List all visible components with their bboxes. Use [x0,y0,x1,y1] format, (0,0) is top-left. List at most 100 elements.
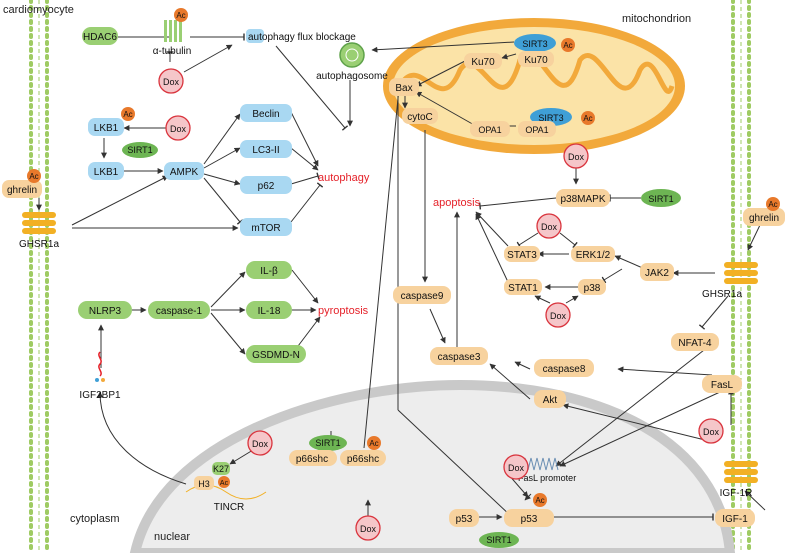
dox-tincr: Dox [247,430,273,456]
label-tincr: TINCR [214,502,245,513]
ac-badge-h3: Ac [218,476,230,488]
ac-badge-opa1: Ac [581,111,595,125]
svg-text:JAK2: JAK2 [645,268,669,279]
node-gsdmd: GSDMD-N [246,345,306,363]
node-sirt1-lkb: SIRT1 [122,142,158,158]
node-akt: Akt [534,390,566,408]
svg-text:caspase8: caspase8 [543,364,586,375]
svg-text:caspase3: caspase3 [438,352,481,363]
svg-text:SIRT1: SIRT1 [486,535,511,545]
svg-text:LC3-II: LC3-II [252,145,279,156]
node-caspase8: caspase8 [534,359,594,377]
svg-text:IGF-1: IGF-1 [722,514,748,525]
svg-text:mTOR: mTOR [251,223,280,234]
svg-text:Ac: Ac [369,439,378,448]
label-fasl-promoter: FasL promoter [518,473,576,483]
node-stat1: STAT1 [504,279,542,295]
node-igf1: IGF-1 [715,509,755,527]
ac-badge-p53: Ac [533,493,547,507]
svg-text:Ac: Ac [563,41,572,50]
svg-text:Dox: Dox [568,152,585,162]
receptor-igf1r: IGF-1R [720,461,758,499]
node-sirt3-top: SIRT3 [514,34,556,52]
node-caspase3: caspase3 [430,347,488,365]
node-jak2: JAK2 [640,263,674,281]
mitochondrion [383,18,685,154]
svg-text:caspase-1: caspase-1 [156,306,203,317]
node-nfat4: NFAT-4 [671,333,719,351]
node-il18: IL-18 [246,301,292,319]
dox-fasl: Dox [698,418,724,444]
svg-text:IGF-1R: IGF-1R [720,488,753,499]
node-mtor: mTOR [240,218,292,236]
node-p53-ac: p53 [504,509,554,527]
svg-text:IL-β: IL-β [260,266,278,277]
svg-text:NFAT-4: NFAT-4 [678,338,712,349]
node-opa1-ac: OPA1 [518,121,556,137]
svg-text:K27: K27 [213,464,229,474]
svg-text:OPA1: OPA1 [478,125,501,135]
alpha-tubulin: α-tubulin [153,20,191,57]
node-cytoc: cytoC [402,108,438,124]
dox-lkb1: Dox [165,115,191,141]
svg-text:Bax: Bax [395,83,412,94]
node-p66shc-ac: p66shc [340,450,386,466]
node-caspase9: caspase9 [393,286,451,304]
svg-text:Dox: Dox [170,124,187,134]
ac-badges: Ac Ac Ac Ac Ac Ac Ac Ac Ac [27,8,780,507]
svg-text:ghrelin: ghrelin [7,185,37,196]
ac-badge-tubulin: Ac [174,8,188,22]
svg-text:p66shc: p66shc [347,454,379,465]
label-mitochondrion: mitochondrion [622,13,691,25]
node-nlrp3: NLRP3 [78,301,132,319]
left-membrane [29,0,49,555]
node-bax: Bax [389,78,419,96]
svg-text:Akt: Akt [543,395,558,406]
node-p38mapk: p38MAPK [556,189,610,207]
svg-text:Ac: Ac [535,496,544,505]
label-apoptosis: apoptosis [433,197,481,209]
svg-text:Ku70: Ku70 [471,57,495,68]
node-ghrelin-right: ghrelin [743,208,785,226]
label-pyroptosis: pyroptosis [318,305,369,317]
dox-markers: Dox Dox Dox Dox Dox Dox Dox Dox Dox [158,68,724,541]
svg-text:IL-18: IL-18 [258,306,281,317]
svg-text:SIRT1: SIRT1 [127,145,152,155]
svg-text:Ac: Ac [768,200,777,209]
svg-text:Ac: Ac [220,480,229,487]
svg-text:p53: p53 [456,514,473,525]
label-autophagy: autophagy [318,172,370,184]
svg-text:Dox: Dox [252,439,269,449]
dox-stat3: Dox [536,213,562,239]
svg-text:p38: p38 [584,283,601,294]
svg-text:GHSR1a: GHSR1a [702,289,742,300]
svg-text:Dox: Dox [541,222,558,232]
svg-text:NLRP3: NLRP3 [89,306,122,317]
svg-text:cytoC: cytoC [407,112,433,123]
svg-text:GSDMD-N: GSDMD-N [252,350,300,361]
svg-text:ERK1/2: ERK1/2 [576,250,611,261]
label-igf2bp1: IGF2BP1 [79,390,121,401]
node-flux-blockage: autophagy flux blockage [246,29,356,43]
node-lc3: LC3-II [240,140,292,158]
node-p62: p62 [240,176,292,194]
svg-text:p53: p53 [521,514,538,525]
node-il-beta: IL-β [246,261,292,279]
autophagosome-icon: autophagosome [316,42,388,82]
node-ku70: Ku70 [464,53,502,69]
ac-badge-lkb1: Ac [121,107,135,121]
svg-text:Dox: Dox [508,463,525,473]
label-autophagosome: autophagosome [316,71,388,82]
svg-text:Beclin: Beclin [252,109,279,120]
nucleus [128,379,736,558]
svg-text:ghrelin: ghrelin [749,213,779,224]
tincr-complex: H3 K27 TINCR [185,462,267,513]
igf2bp1-icon: IGF2BP1 [79,351,121,401]
svg-text:Ku70: Ku70 [524,55,548,66]
svg-text:STAT1: STAT1 [508,283,538,294]
label-nuclear: nuclear [154,531,190,543]
node-sirt1-right: SIRT1 [641,189,681,207]
node-fasl: FasL [702,375,742,393]
